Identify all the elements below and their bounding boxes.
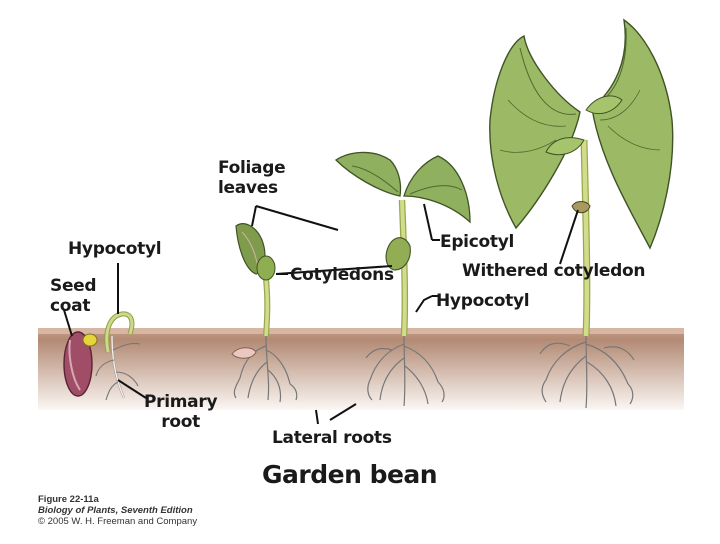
hypocotyl-right-line (415, 295, 433, 313)
label-cotyledons: Cotyledons (290, 265, 394, 285)
diagram-title: Garden bean (262, 460, 438, 489)
label-lateral-roots: Lateral roots (272, 428, 392, 448)
seedling-stage-4 (489, 18, 674, 409)
foliage-leaves-line (255, 205, 339, 231)
seedling-stage-2 (231, 205, 339, 403)
lateral-roots-line-left (315, 409, 319, 425)
label-withered-cotyledon: Withered cotyledon (462, 261, 646, 281)
foliage-leaf-right-stage-4 (591, 18, 674, 250)
label-foliage-leaves: Foliage leaves (218, 158, 286, 198)
withered-cotyledon (571, 201, 591, 214)
seedling-stage-3 (275, 151, 471, 425)
roots-stage-4 (539, 335, 635, 409)
cotyledon-stage-1 (82, 333, 98, 347)
caption-book-title: Biology of Plants, Seventh Edition (38, 505, 193, 516)
cotyledon-stage-3 (385, 237, 411, 271)
label-hypocotyl-right: Hypocotyl (436, 291, 530, 311)
caption-figure-number: Figure 22-11a (38, 494, 99, 505)
figure-caption: Figure 22-11a Biology of Plants, Seventh… (38, 494, 197, 527)
caption-copyright: © 2005 W. H. Freeman and Company (38, 516, 198, 527)
seedling-stage-1 (63, 263, 147, 401)
label-root: root (161, 412, 200, 432)
primary-root-stage-1 (110, 335, 126, 399)
label-foliage: Foliage (218, 158, 286, 178)
epicotyl-line (423, 203, 433, 241)
seed-coat-remnant (231, 347, 257, 359)
cotyledon-stage-2 (256, 255, 276, 281)
foliage-leaf-left-stage-4 (489, 34, 581, 230)
label-leaves: leaves (218, 178, 278, 198)
seed (63, 331, 93, 397)
label-seed: Seed (50, 276, 97, 296)
label-primary: Primary (144, 392, 218, 412)
label-coat: coat (50, 296, 91, 316)
foliage-leaf-left-stage-3 (334, 151, 402, 197)
roots-stage-3 (365, 335, 445, 407)
seed-coat-line (63, 309, 73, 337)
label-epicotyl: Epicotyl (440, 232, 515, 252)
primary-root-line (117, 379, 147, 399)
withered-cotyledon-line (559, 209, 579, 265)
foliage-leaf-right-stage-3 (403, 155, 471, 224)
label-hypocotyl-left: Hypocotyl (68, 239, 162, 259)
label-seed-coat: Seed coat (50, 276, 97, 316)
label-primary-root: Primary root (144, 392, 218, 432)
lateral-roots-line-right (329, 403, 357, 421)
